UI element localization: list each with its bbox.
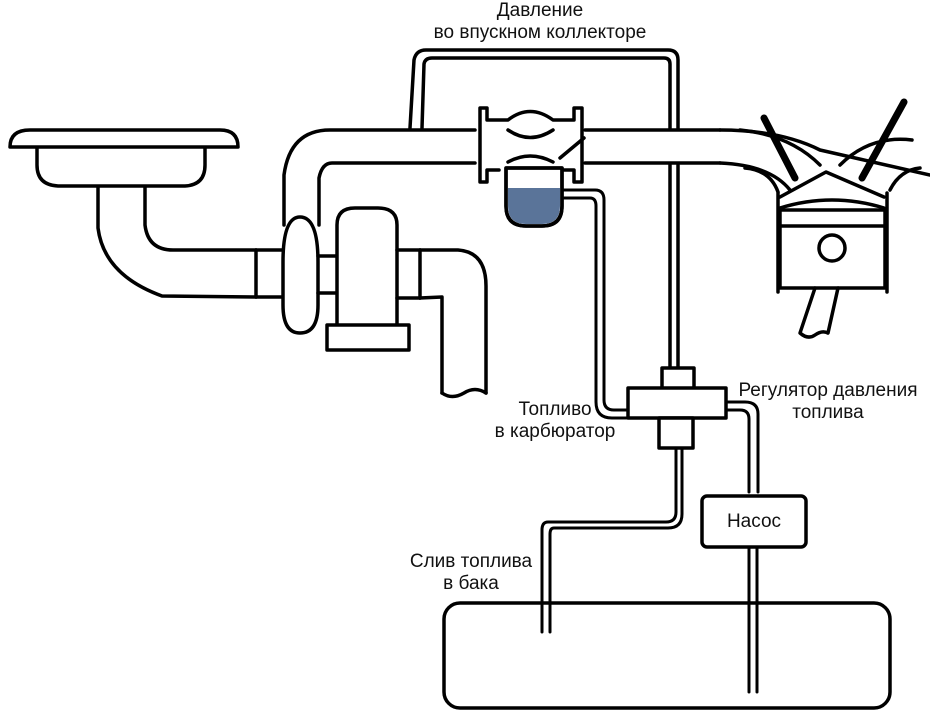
return-line xyxy=(540,446,684,634)
return-label: Слив топлива в бака xyxy=(396,551,546,595)
manifold-pressure-label-line1: Давление xyxy=(496,0,584,21)
return-label-line2: в бака xyxy=(443,573,499,594)
intake-manifold xyxy=(282,128,930,227)
pump-label: Насос xyxy=(726,511,782,532)
intake-pipe xyxy=(96,185,285,299)
fuel-level xyxy=(508,188,560,224)
return-label-line1: Слив топлива xyxy=(409,551,533,572)
piston xyxy=(778,208,887,339)
regulator-label-line2: топлива xyxy=(792,402,864,423)
manifold-pressure-label-line2: во впускном коллекторе xyxy=(433,22,647,43)
fuel-to-carb-label-line1: Топливо xyxy=(518,399,592,420)
manifold-pressure-label: Давление во впускном коллекторе xyxy=(400,0,680,44)
carburetor xyxy=(478,106,586,184)
air-filter xyxy=(8,128,240,188)
engine-cylinder xyxy=(738,98,922,294)
manifold-pressure-line xyxy=(408,48,680,370)
fuel-to-carb-line xyxy=(560,188,630,420)
regulator-label-line1: Регулятор давления xyxy=(738,380,918,401)
fuel-pump xyxy=(700,494,808,694)
float-chamber xyxy=(504,166,564,228)
fuel-to-carb-label: Топливо в карбюратор xyxy=(490,399,620,443)
fuel-to-carb-label-line2: в карбюратор xyxy=(494,421,616,442)
regulator-label: Регулятор давления топлива xyxy=(728,380,928,424)
turbocharger xyxy=(281,206,488,399)
fuel-tank xyxy=(442,601,892,710)
